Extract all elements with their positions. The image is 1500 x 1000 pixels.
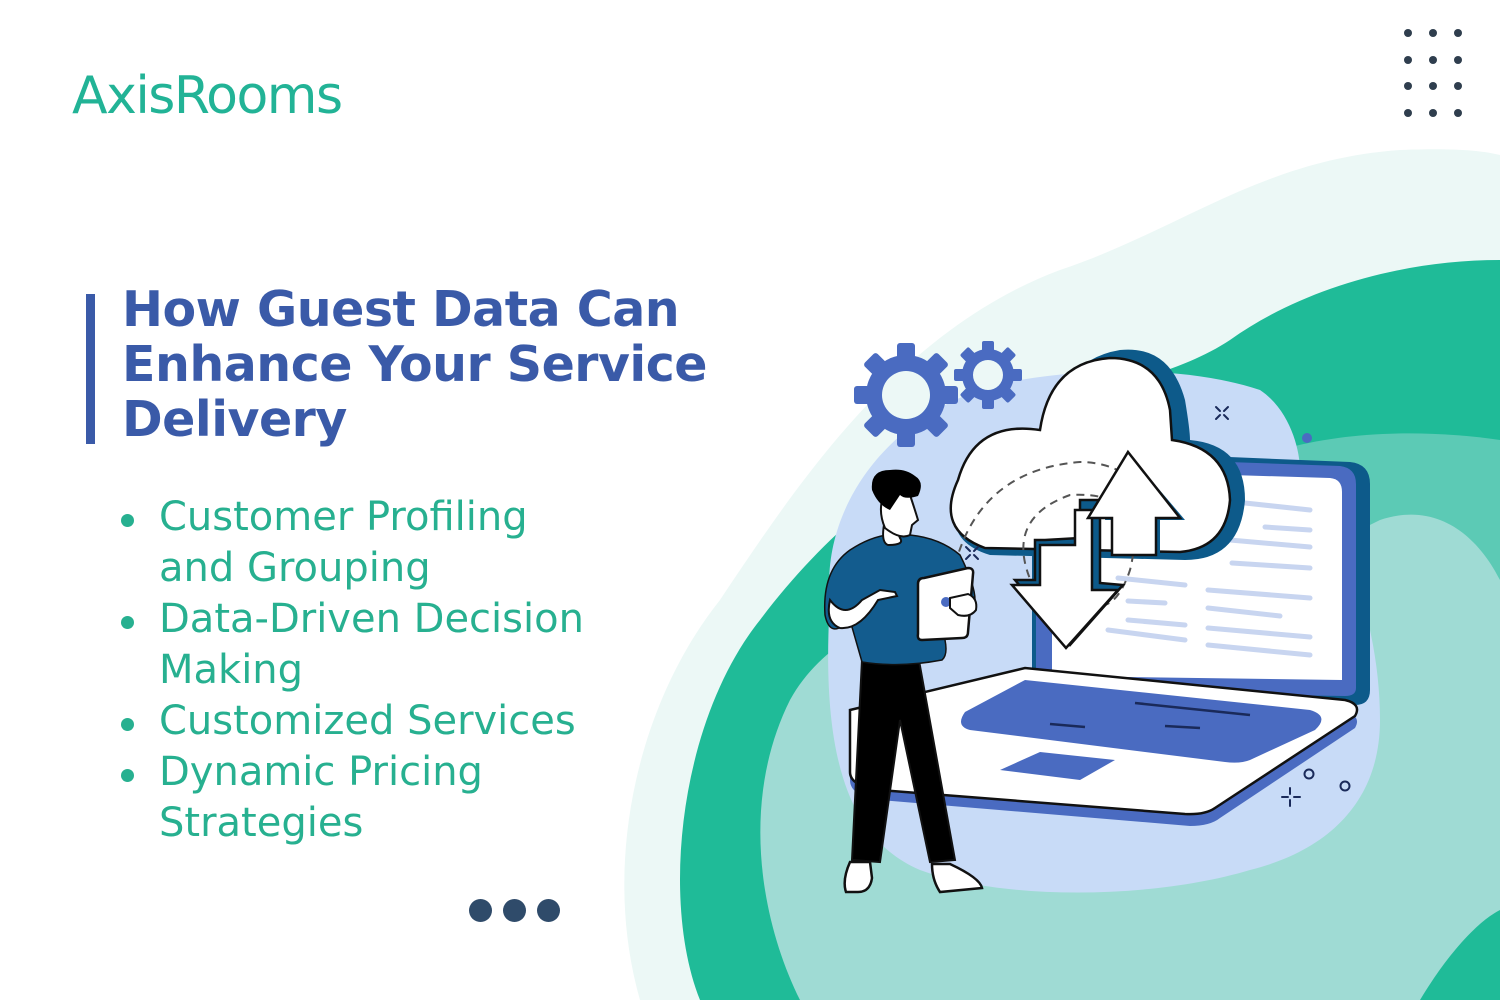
list-item-text: Making xyxy=(159,647,304,693)
dot xyxy=(1428,29,1437,38)
benefits-list: Customer Profiling and Grouping Data-Dri… xyxy=(118,492,584,849)
dot xyxy=(1404,82,1413,91)
bullet-icon xyxy=(121,769,134,782)
bullet-icon xyxy=(121,718,134,731)
dot xyxy=(1404,108,1413,117)
dot xyxy=(1453,82,1462,91)
decorative-dot-grid xyxy=(1396,20,1470,126)
list-item-text: and Grouping xyxy=(159,545,431,591)
sparkle-icon xyxy=(965,406,1301,807)
dot xyxy=(1453,108,1462,117)
corner-teal xyxy=(1420,910,1500,1000)
title-accent-bar xyxy=(86,294,95,444)
bullet-icon xyxy=(121,514,134,527)
large-gear-icon xyxy=(854,343,958,447)
dot xyxy=(537,899,560,922)
person-illustration xyxy=(823,469,984,894)
dot xyxy=(1428,55,1437,64)
dot xyxy=(1404,29,1413,38)
dot xyxy=(1404,55,1413,64)
title-line: Enhance Your Service xyxy=(122,336,708,393)
title-line: How Guest Data Can xyxy=(122,281,680,338)
dot xyxy=(469,899,492,922)
list-item-text: Strategies xyxy=(159,800,364,846)
axisrooms-logo[interactable]: AxisRooms xyxy=(72,66,343,126)
sync-arrows-icon xyxy=(1009,449,1185,650)
dot xyxy=(1428,108,1437,117)
list-item-text: Data-Driven Decision xyxy=(159,596,584,642)
title-line: Delivery xyxy=(122,391,347,448)
dot xyxy=(1453,55,1462,64)
list-item: Dynamic Pricing Strategies xyxy=(118,747,584,849)
list-item-text: Customer Profiling xyxy=(159,494,528,540)
list-item-text: Customized Services xyxy=(159,698,576,744)
list-item: Customized Services xyxy=(118,696,584,747)
list-item: Customer Profiling and Grouping xyxy=(118,492,584,594)
list-item: Data-Driven Decision Making xyxy=(118,594,584,696)
bullet-icon xyxy=(121,616,134,629)
small-gear-icon xyxy=(954,341,1022,409)
list-item-text: Dynamic Pricing xyxy=(159,749,483,795)
dot xyxy=(1428,82,1437,91)
more-indicator xyxy=(469,899,560,922)
dot xyxy=(503,899,526,922)
page-title: How Guest Data Can Enhance Your Service … xyxy=(122,282,762,447)
dot xyxy=(1453,29,1462,38)
